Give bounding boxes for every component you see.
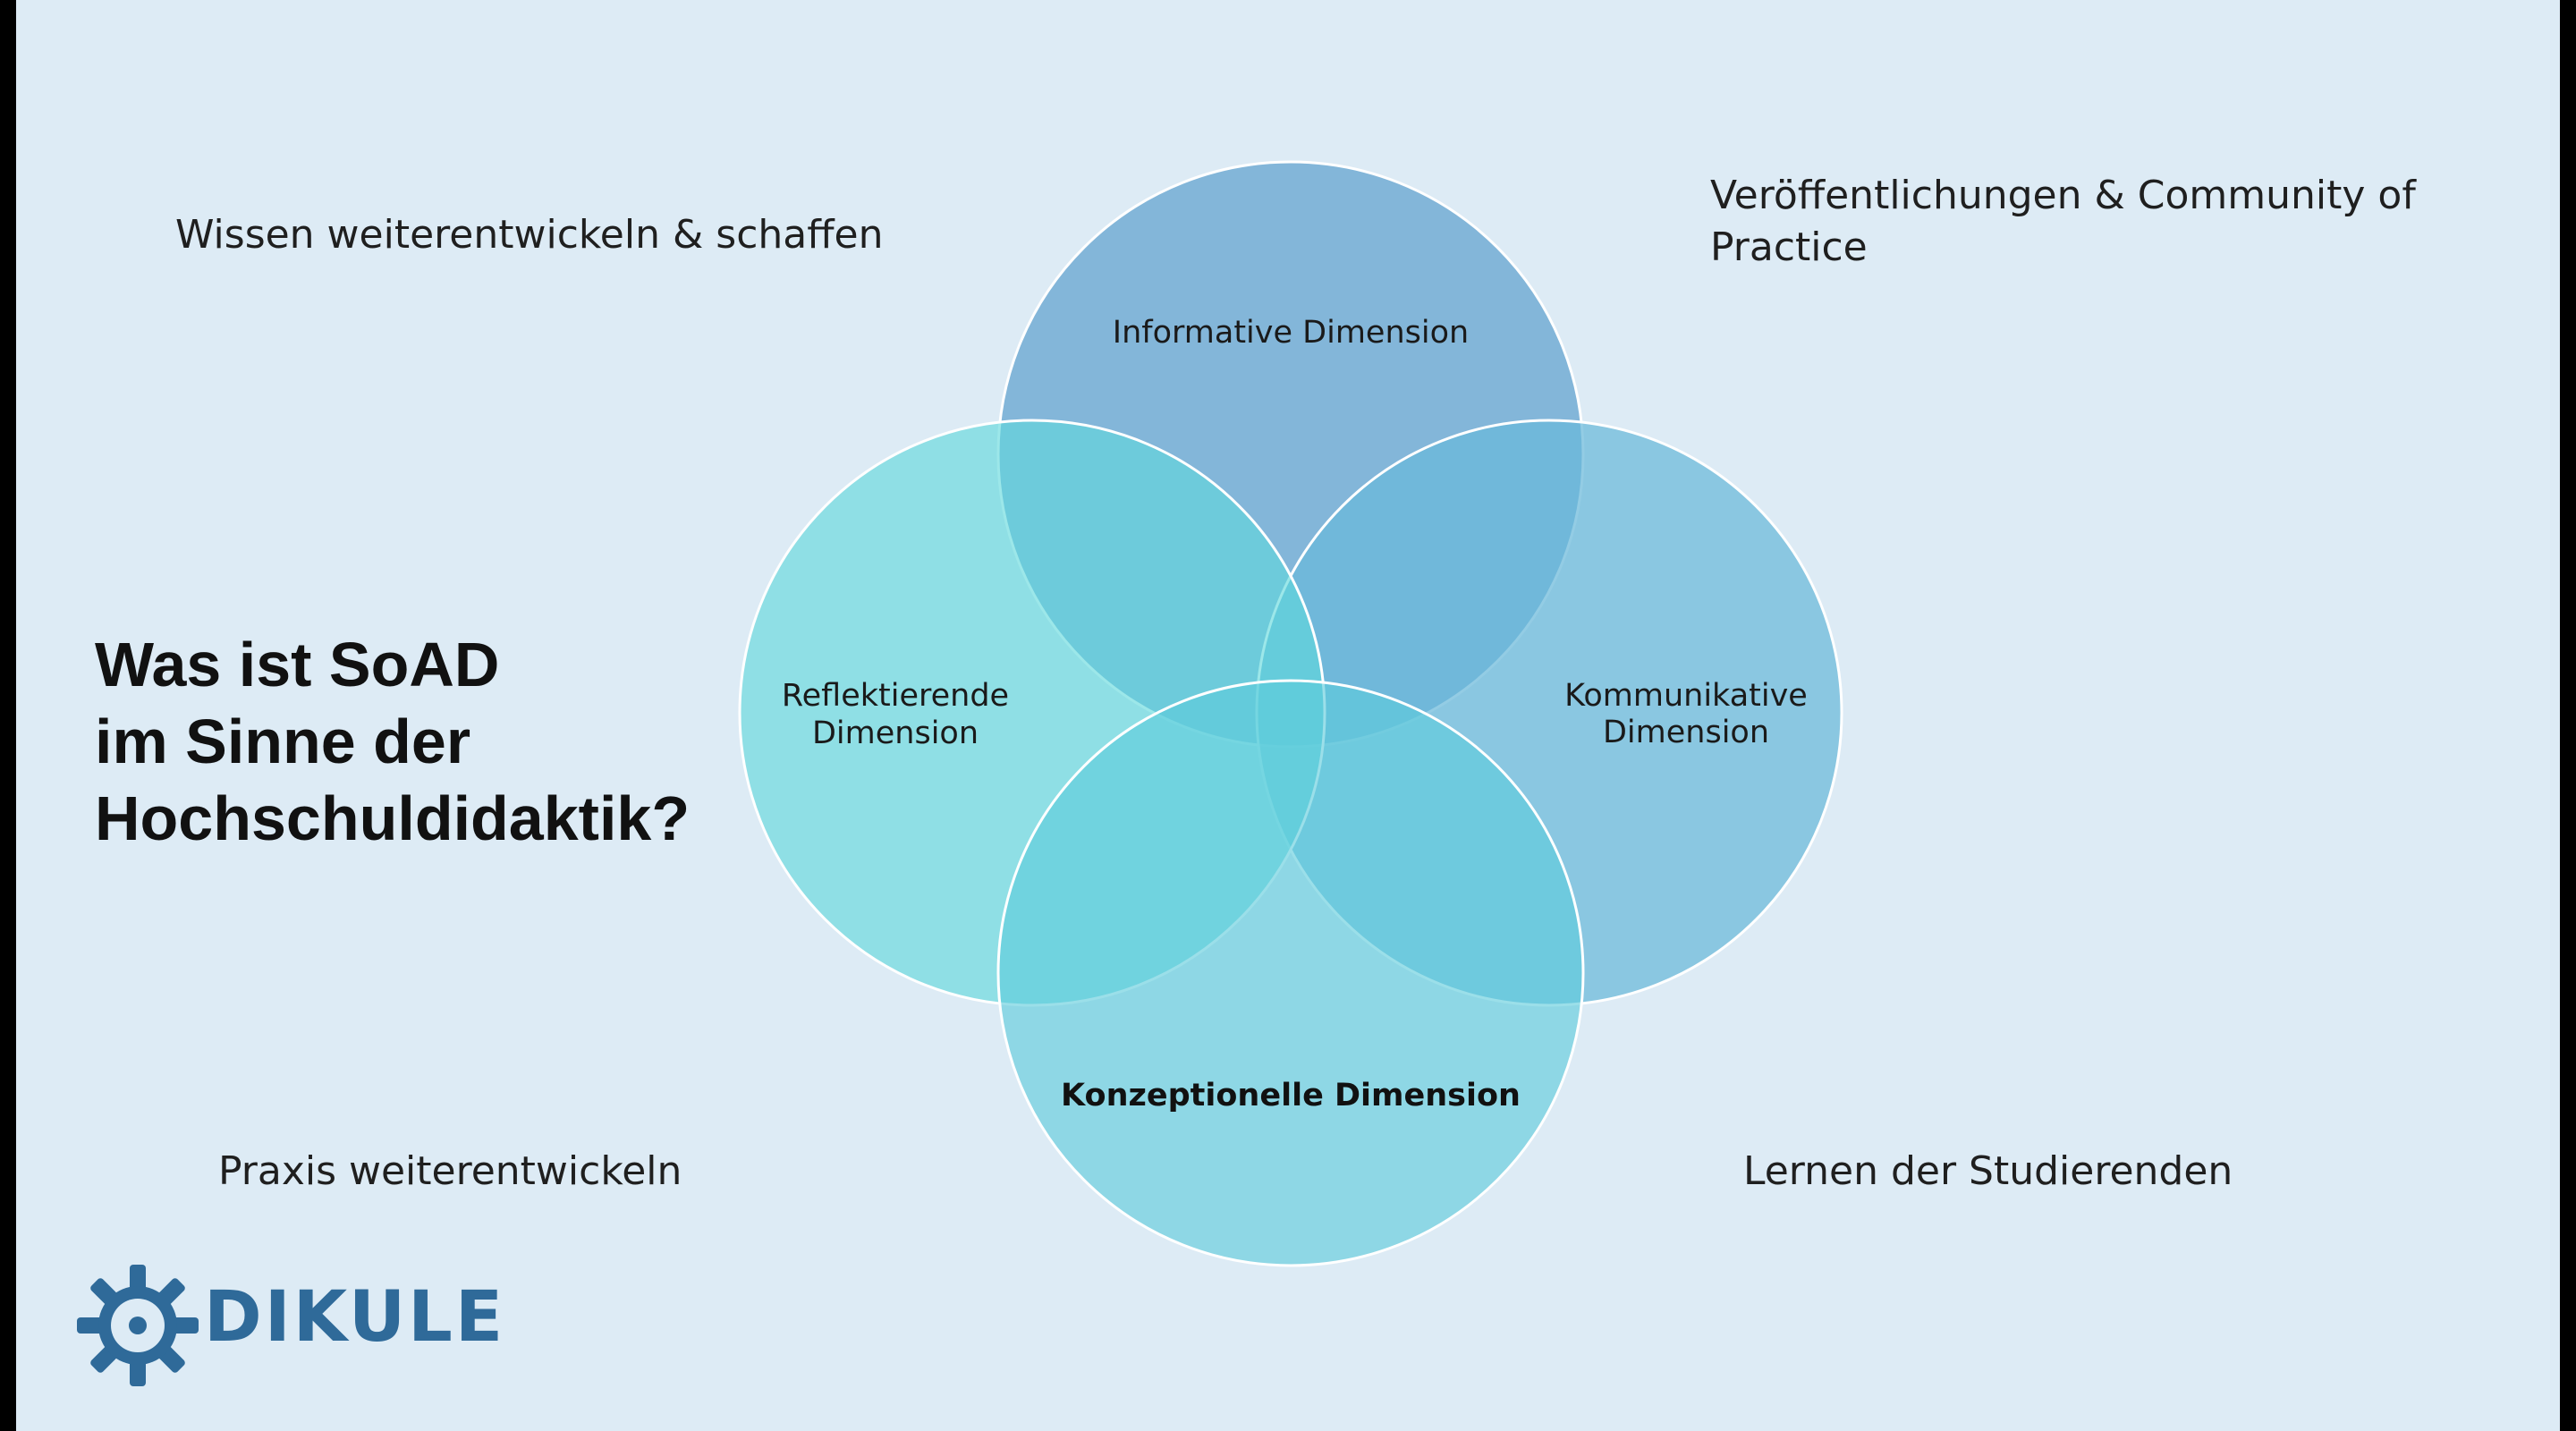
label-kommunikativ-line1: Kommunikative <box>1564 678 1808 714</box>
slide-title: Was ist SoAD im Sinne der Hochschuldidak… <box>95 626 775 857</box>
corner-text-bottom-left: Praxis weiterentwickeln <box>218 1148 682 1194</box>
label-informative: Informative Dimension <box>1113 315 1469 351</box>
circle-konzeptionell <box>996 679 1585 1267</box>
title-line-1: Was ist SoAD <box>95 630 500 699</box>
title-line-3: Hochschuldidaktik? <box>95 783 691 853</box>
label-konzeptionell: Konzeptionelle Dimension <box>1061 1078 1521 1113</box>
gear-icon <box>77 1265 199 1386</box>
slide: Wissen weiterentwickeln & schaffen Veröf… <box>16 0 2560 1431</box>
venn-diagram: Informative Dimension Reflektierende Dim… <box>738 160 1843 1267</box>
logo-text: DIKULE <box>204 1277 506 1358</box>
corner-text-top-left: Wissen weiterentwickeln & schaffen <box>175 212 884 258</box>
label-reflektierend-line2: Dimension <box>812 716 979 751</box>
dikule-logo <box>77 1265 199 1386</box>
label-reflektierend-line1: Reflektierende <box>782 678 1009 714</box>
corner-text-bottom-right: Lernen der Studierenden <box>1743 1148 2233 1194</box>
label-kommunikativ-line2: Dimension <box>1603 715 1769 750</box>
corner-text-top-right: Veröffentlichungen & Community of Practi… <box>1710 173 2416 270</box>
title-line-2: im Sinne der <box>95 707 471 776</box>
